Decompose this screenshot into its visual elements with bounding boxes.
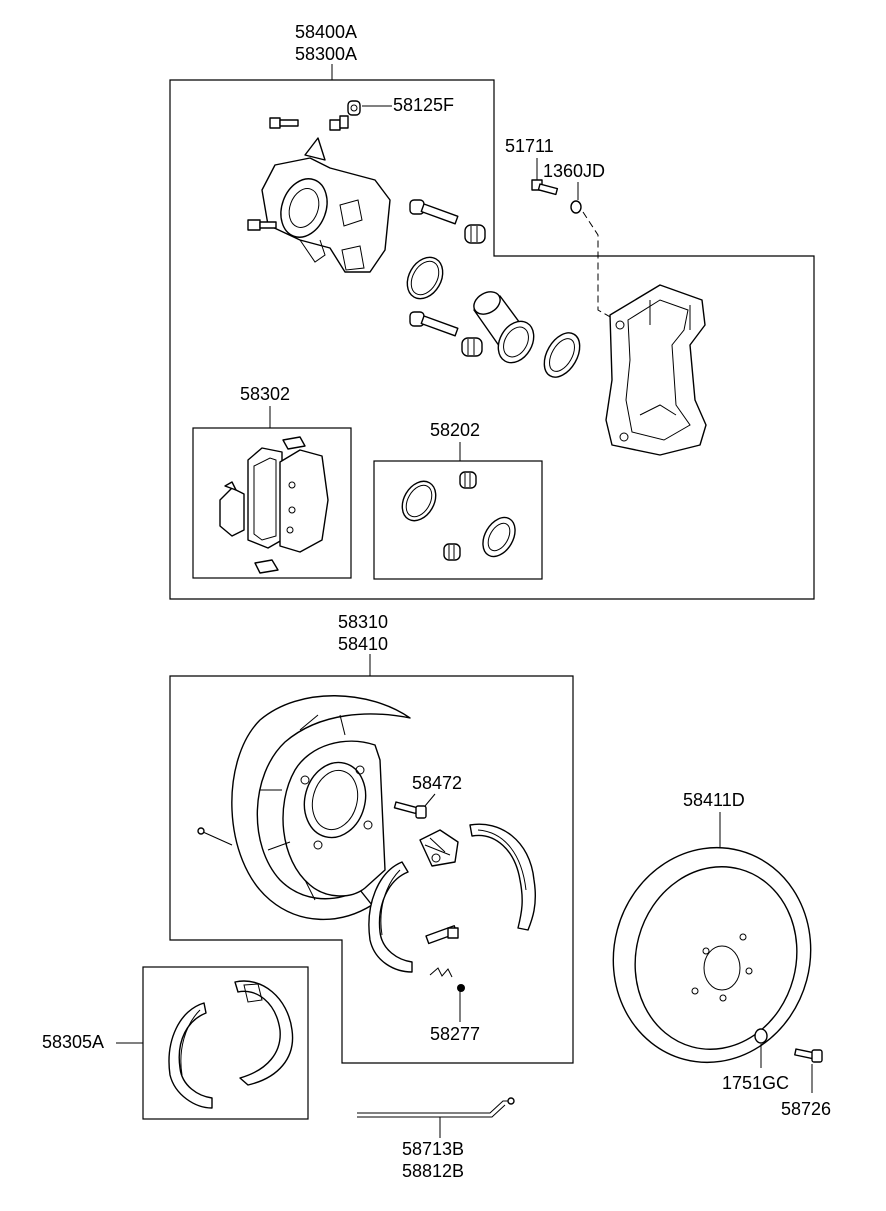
seal-kit-ring[interactable] [396,475,443,526]
caliper-bolt-mid[interactable] [329,115,349,131]
callout-58125F[interactable]: 58125F [393,95,454,115]
guide-pin-upper[interactable] [409,199,486,244]
callout-58411D[interactable]: 58411D [683,790,745,810]
adjuster-assembly[interactable] [419,829,459,867]
callout-58400A[interactable]: 58400A [295,22,357,42]
guide-pin-lower[interactable] [409,311,483,357]
caliper-bolt-top[interactable] [269,117,299,129]
adjuster-bolt[interactable] [393,801,427,819]
pad-kit-frame [192,427,352,579]
washer-1751GC[interactable] [754,1028,768,1044]
hold-down-pin[interactable] [197,827,233,846]
caliper-assembly-frame [169,79,815,600]
caliper-body[interactable] [261,137,391,273]
washer-1360JD[interactable] [570,200,582,214]
callout-58713B[interactable]: 58713B [402,1139,464,1159]
guide-bolt-58125F[interactable] [347,100,361,116]
callout-1360JD[interactable]: 1360JD [543,161,605,181]
pad-clip-bottom[interactable] [254,559,279,574]
callout-1751GC[interactable]: 1751GC [722,1073,789,1093]
adjuster-strut[interactable] [425,925,459,945]
spring-58277[interactable] [429,967,465,992]
callout-58305A[interactable]: 58305A [42,1032,104,1052]
callout-58726[interactable]: 58726 [781,1099,831,1119]
brake-pad-inner[interactable] [247,447,283,549]
seal-kit-boot-upper[interactable] [459,471,477,489]
backing-plate-frame [169,675,574,1064]
caliper-piston[interactable] [470,287,541,369]
seal-kit-piston-boot[interactable] [476,512,521,562]
pad-clip-top[interactable] [282,436,306,450]
shoe-set-shoe-right[interactable] [234,980,294,1086]
brake-pad-outer[interactable] [279,449,329,553]
backing-plate[interactable] [231,695,411,921]
callout-58302[interactable]: 58302 [240,384,290,404]
callout-58310[interactable]: 58310 [338,612,388,632]
brake-disc[interactable] [589,825,834,1084]
seal-kit-frame [373,460,543,580]
parking-brake-cable[interactable] [357,1097,515,1118]
install-dashed-line [582,211,613,319]
piston-seal-ring[interactable] [400,251,450,305]
shoe-set-shoe-left[interactable] [168,1002,213,1109]
callout-58202[interactable]: 58202 [430,420,480,440]
callout-58300A[interactable]: 58300A [295,44,357,64]
callout-58277[interactable]: 58277 [430,1024,480,1044]
parking-brake-shoe-left[interactable] [368,861,413,973]
caliper-bracket[interactable] [605,284,707,456]
parking-brake-shoe-right[interactable] [469,823,537,931]
pad-shim-left[interactable] [219,481,245,537]
seal-kit-boot-lower[interactable] [443,543,461,561]
callout-58812B[interactable]: 58812B [402,1161,464,1181]
shoe-set-group: 58305A [42,966,309,1120]
parking-brake-group: 58310 58410 58472 [169,612,574,1064]
callout-58410[interactable]: 58410 [338,634,388,654]
bolt-58726[interactable] [794,1048,823,1063]
caliper-assembly-group: 58400A 58300A 58125F [169,22,815,600]
caliper-bolt-lower[interactable] [247,219,277,231]
callout-51711[interactable]: 51711 [505,136,554,156]
brake-disc-group: 58411D 1751GC 58726 [589,790,834,1119]
bolt-51711[interactable] [531,179,559,196]
callout-58472[interactable]: 58472 [412,773,462,793]
parking-cable-group: 58713B 58812B [357,1097,515,1181]
piston-boot[interactable] [537,327,587,384]
